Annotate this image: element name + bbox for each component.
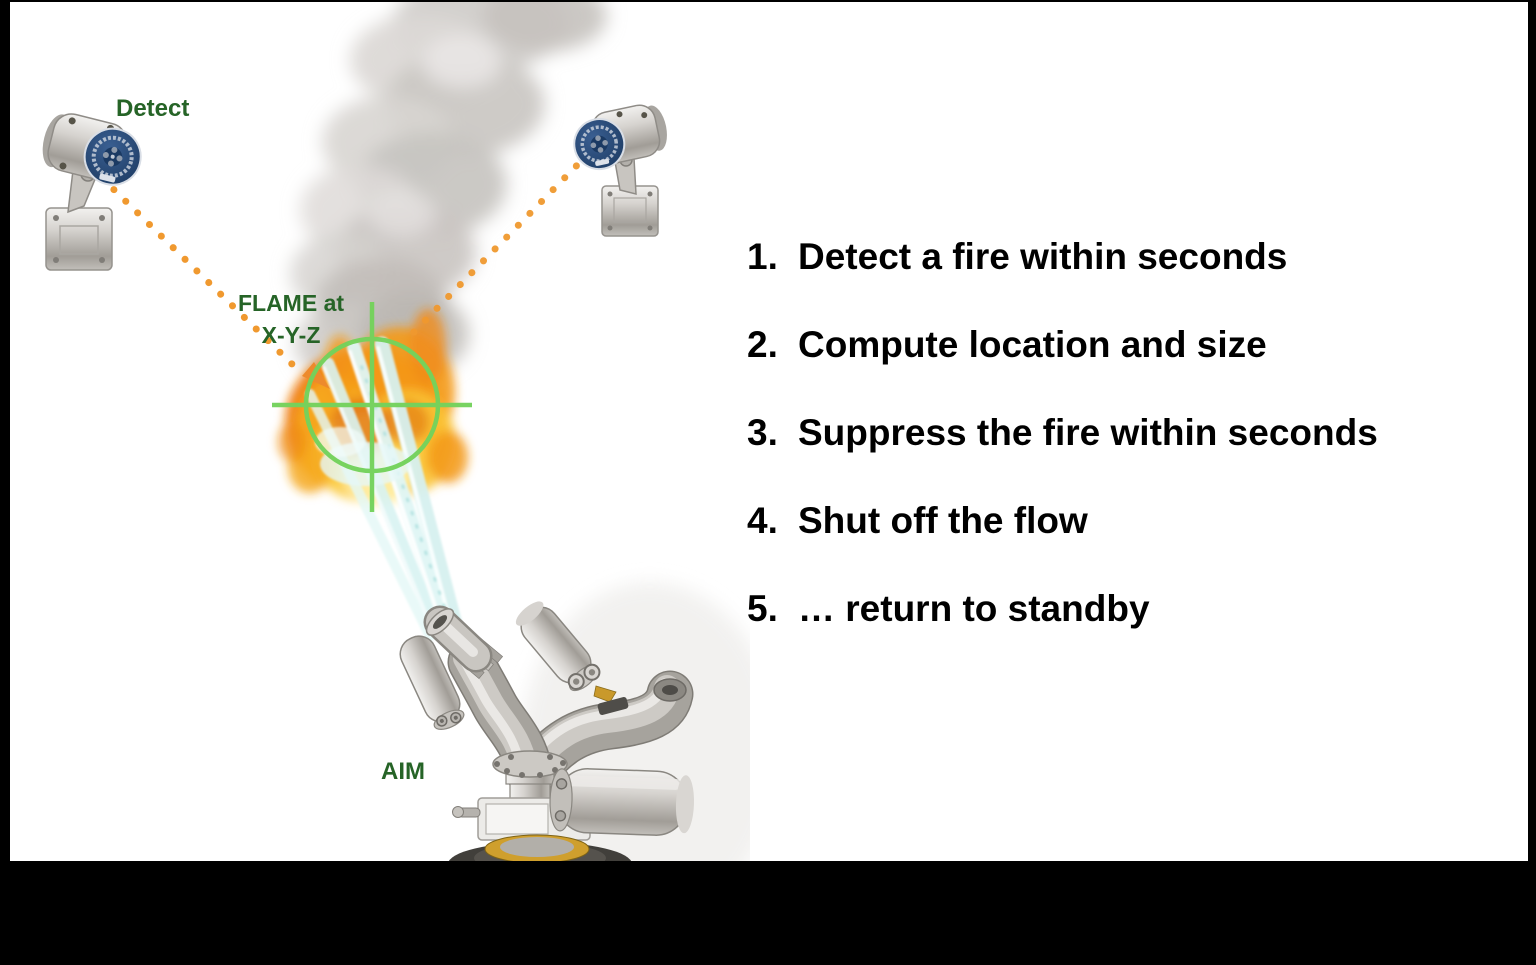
smoke-plume-icon [290,2,607,384]
step-number: 1. [747,236,778,277]
detection-sightlines [98,150,592,389]
list-item: 1. Detect a fire within seconds [747,238,1517,276]
fire-suppression-diagram [42,2,750,861]
target-crosshair-icon [272,302,472,512]
flame-detector-right-icon [573,104,667,237]
detect-label: Detect [116,95,190,122]
list-item: 5. … return to standby [747,590,1517,628]
list-item: 2. Compute location and size [747,326,1517,364]
water-cannon-icon [399,601,695,861]
sightline-left [98,174,299,371]
arrowhead-icon [302,362,330,389]
step-number: 2. [747,324,778,365]
step-text: Compute location and size [798,324,1267,365]
step-text: Shut off the flow [798,500,1088,541]
flame-location-line1: FLAME at [237,290,345,316]
flame-location-line2: X-Y-Z [261,322,321,348]
step-number: 4. [747,500,778,541]
step-text: Detect a fire within seconds [798,236,1288,277]
process-steps-list: 1. Detect a fire within seconds 2. Compu… [747,238,1517,678]
step-text: … return to standby [798,588,1150,629]
step-number: 5. [747,588,778,629]
step-text: Suppress the fire within seconds [798,412,1378,453]
sightline-right [404,150,592,342]
water-jet-icon [305,336,463,641]
flame-detector-left-icon [42,113,142,271]
step-number: 3. [747,412,778,453]
slide: Detect FLAME at X-Y-Z AIM 1. Detect a fi… [10,2,1528,861]
list-item: 4. Shut off the flow [747,502,1517,540]
list-item: 3. Suppress the fire within seconds [747,414,1517,452]
aim-label: AIM [381,758,425,785]
flame-location-label: FLAME at X-Y-Z [216,287,366,351]
